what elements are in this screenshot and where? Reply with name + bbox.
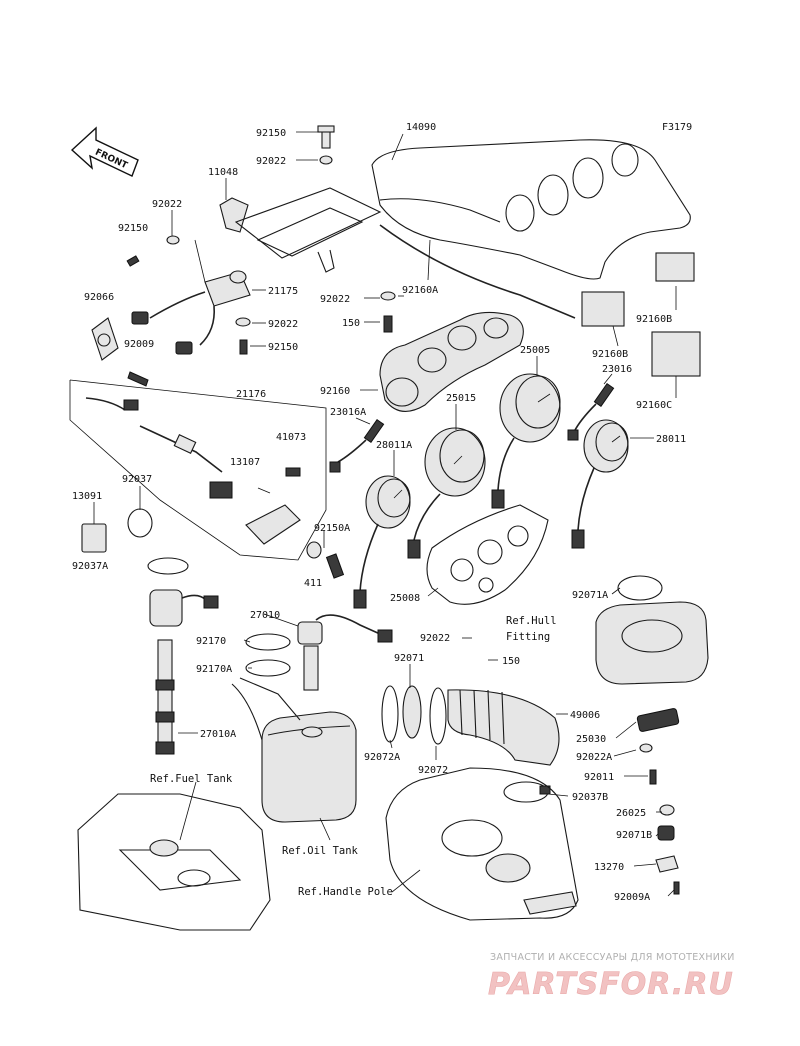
- oil-tank-ref: [231, 677, 357, 823]
- label-27010: 27010: [250, 610, 280, 621]
- reference-labels: Ref.Hull Fitting Ref.Fuel Tank Ref.Oil T…: [150, 615, 557, 898]
- sensor-part-23016: [567, 382, 615, 441]
- label-21176: 21176: [236, 389, 266, 400]
- label-11048: 11048: [208, 167, 238, 178]
- label-92170A: 92170A: [196, 664, 232, 675]
- harness-part-21176: [69, 379, 327, 561]
- label-21175: 21175: [268, 286, 298, 297]
- label-92037: 92037: [122, 474, 152, 485]
- ref-hull-fitting-line1: Ref.Hull: [506, 615, 557, 627]
- label-92037A: 92037A: [72, 561, 108, 572]
- label-150-top: 150: [342, 318, 360, 329]
- label-92009A: 92009A: [614, 892, 650, 903]
- label-92022-top: 92022: [256, 156, 286, 167]
- ref-oil-tank: Ref.Oil Tank: [282, 845, 359, 857]
- hose-part-49006: [447, 689, 560, 766]
- gauge-part-28011: [571, 419, 629, 549]
- gauge-housing-part-92160: [379, 311, 524, 412]
- watermark: ЗАПЧАСТИ И АКСЕССУАРЫ ДЛЯ МОТОТЕХНИКИ PA…: [488, 952, 735, 1002]
- label-28011: 28011: [656, 434, 686, 445]
- gauge-part-25005: [491, 373, 561, 509]
- coil-part-21175: [131, 270, 251, 355]
- label-28011A: 28011A: [376, 440, 412, 451]
- handle-pole-ref: [385, 767, 579, 921]
- label-25008: 25008: [390, 593, 420, 604]
- bracket-part-11048: [126, 125, 382, 273]
- label-27010A: 27010A: [200, 729, 236, 740]
- washer-part-411: [306, 541, 322, 559]
- gauge-part-28011A: [353, 475, 411, 609]
- clamp-part-92037: [127, 508, 153, 538]
- oil-sensor-part-27010: [245, 614, 393, 691]
- label-92150-top: 92150: [256, 128, 286, 139]
- label-23016A: 23016A: [330, 407, 366, 418]
- label-92071A: 92071A: [572, 590, 608, 601]
- bolt-part-92150A: [325, 553, 345, 579]
- label-92160: 92160: [320, 386, 350, 397]
- gauge-part-25015: [407, 427, 486, 559]
- label-92066: 92066: [84, 292, 114, 303]
- label-92022-hood: 92022: [320, 294, 350, 305]
- label-13091: 13091: [72, 491, 102, 502]
- label-92160C: 92160C: [636, 400, 672, 411]
- label-92071: 92071: [394, 653, 424, 664]
- sensor-part-23016A: [329, 418, 385, 473]
- label-14090: 14090: [406, 122, 436, 133]
- label-23016: 23016: [602, 364, 632, 375]
- label-92160B: 92160B: [592, 349, 628, 360]
- leader-lines: [93, 131, 677, 897]
- hood-part-14090: [371, 139, 691, 319]
- gasket-part-25008: [426, 504, 549, 605]
- ref-handle-pole: Ref.Handle Pole: [298, 886, 393, 898]
- label-92022-low: 92022: [420, 633, 450, 644]
- label-41073: 41073: [276, 432, 306, 443]
- label-92150-mid: 92150: [268, 342, 298, 353]
- hull-fitting-ref: [595, 575, 709, 685]
- clamp-part-92037B: [503, 781, 551, 803]
- label-92072: 92072: [418, 765, 448, 776]
- sender-part-25030: [636, 708, 680, 895]
- label-49006: 49006: [570, 710, 600, 721]
- part-number-labels: 14090 92150 92022 11048 92022 92150 2117…: [72, 122, 686, 903]
- oil-sensor-part-27010A: [147, 557, 219, 755]
- label-411: 411: [304, 578, 322, 589]
- label-92160A: 92160A: [402, 285, 438, 296]
- label-92037B: 92037B: [572, 792, 608, 803]
- label-92022-mid: 92022: [268, 319, 298, 330]
- label-92160B-top: 92160B: [636, 314, 672, 325]
- label-92150A: 92150A: [314, 523, 350, 534]
- label-92022A: 92022A: [576, 752, 612, 763]
- label-92170: 92170: [196, 636, 226, 647]
- figure-code: F3179: [662, 122, 692, 133]
- watermark-logo: PARTSFOR.RU: [488, 967, 734, 1002]
- label-150-low: 150: [502, 656, 520, 667]
- front-arrow-icon: FRONT: [70, 126, 139, 177]
- label-25005: 25005: [520, 345, 550, 356]
- ref-fuel-tank: Ref.Fuel Tank: [150, 773, 233, 785]
- ref-hull-fitting-line2: Fitting: [506, 631, 550, 643]
- label-92150-left: 92150: [118, 223, 148, 234]
- label-92022-left: 92022: [152, 199, 182, 210]
- label-25030: 25030: [576, 734, 606, 745]
- sensor-part-92066: [91, 317, 149, 387]
- label-13107: 13107: [230, 457, 260, 468]
- label-92072A: 92072A: [364, 752, 400, 763]
- label-26025: 26025: [616, 808, 646, 819]
- label-13270: 13270: [594, 862, 624, 873]
- label-92009: 92009: [124, 339, 154, 350]
- clip-part-13091: [81, 523, 107, 553]
- label-92071B: 92071B: [616, 830, 652, 841]
- watermark-tagline: ЗАПЧАСТИ И АКСЕССУАРЫ ДЛЯ МОТОТЕХНИКИ: [490, 952, 735, 963]
- label-92011: 92011: [584, 772, 614, 783]
- fuel-tank-ref: [77, 793, 271, 931]
- hood-hardware: [380, 252, 701, 377]
- rings-part-92071: [381, 685, 447, 745]
- label-25015: 25015: [446, 393, 476, 404]
